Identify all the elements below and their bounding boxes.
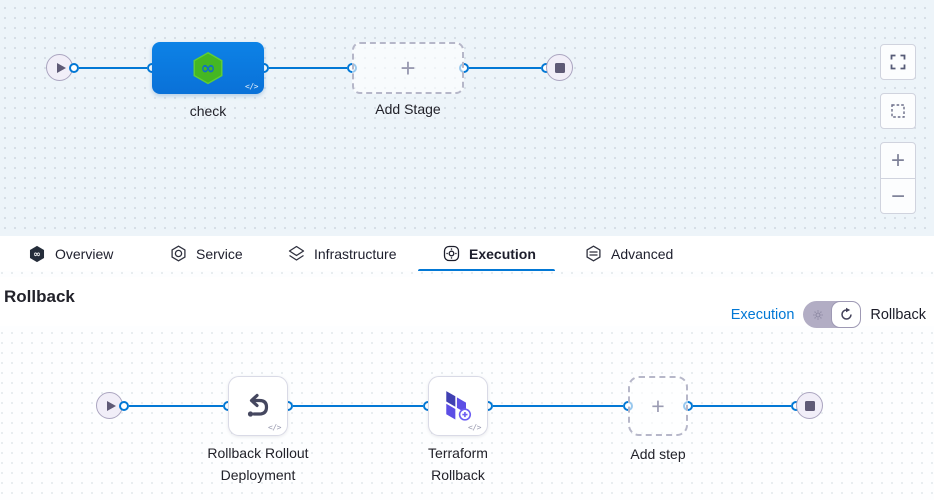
zoom-in-button[interactable]: +: [881, 143, 915, 179]
harness-logo-icon: ∞: [28, 245, 46, 263]
rollback-end-node: [796, 392, 823, 419]
connector-port[interactable]: [69, 63, 79, 73]
rollback-header: Rollback Execution: [0, 277, 934, 328]
svg-text:∞: ∞: [33, 250, 41, 260]
connector-edge: [129, 405, 223, 407]
infrastructure-icon: [288, 245, 305, 262]
connector-edge: [269, 67, 347, 69]
zoom-controls: + −: [880, 142, 916, 214]
mode-toggle[interactable]: [803, 301, 862, 328]
stage-canvas: ∞ </> check + Add Stage +: [0, 0, 934, 236]
active-tab-indicator: [418, 269, 555, 272]
connector-edge: [493, 405, 623, 407]
step-label-line1: Rollback Rollout: [207, 445, 309, 461]
connector-edge: [79, 67, 147, 69]
connector-edge: [293, 405, 423, 407]
rollback-mode-label: Rollback: [870, 306, 926, 323]
tab-label: Overview: [55, 245, 114, 262]
execution-rollback-switch: Execution Rollback: [731, 301, 926, 328]
svg-text:∞: ∞: [200, 58, 215, 79]
tab-overview[interactable]: ∞ Overview: [28, 236, 113, 271]
undo-arrow-icon: [247, 393, 269, 417]
tab-advanced[interactable]: Advanced: [585, 236, 673, 271]
execution-icon: [443, 245, 460, 262]
code-icon: </>: [245, 82, 258, 91]
play-icon: [56, 62, 66, 73]
rollback-rotate-icon: [841, 307, 852, 320]
zoom-out-button[interactable]: −: [881, 179, 915, 215]
marquee-select-button[interactable]: [880, 93, 916, 129]
connector-edge: [693, 405, 791, 407]
connector-port[interactable]: [119, 401, 129, 411]
stop-icon: [554, 62, 565, 73]
tab-label: Execution: [469, 245, 536, 262]
step-label-line2: Deployment: [220, 467, 296, 483]
step-node-terraform-rollback[interactable]: </>: [428, 376, 488, 436]
section-title: Rollback: [4, 287, 75, 306]
execution-mode-link[interactable]: Execution: [730, 306, 795, 323]
gear-icon[interactable]: [803, 301, 832, 328]
rollback-toggle-thumb[interactable]: [831, 301, 862, 328]
plus-icon: +: [651, 392, 665, 419]
connector-edge: [469, 67, 541, 69]
terraform-icon: [446, 391, 472, 421]
stage-config-tabbar: ∞ Overview Service Infrastructure: [0, 236, 934, 272]
add-step-button[interactable]: +: [628, 376, 688, 436]
pipeline-end-node: [546, 54, 573, 81]
pipeline-start-node: [46, 54, 73, 81]
step-label: Rollback Rollout Deployment: [178, 442, 338, 486]
advanced-icon: [585, 245, 602, 262]
tab-label: Infrastructure: [314, 245, 397, 262]
code-icon: </>: [268, 423, 281, 432]
step-label-line2: Rollback: [431, 467, 485, 483]
step-label-line1: Terraform: [428, 445, 488, 461]
stage-label: check: [189, 103, 227, 119]
stage-node-check[interactable]: ∞ </>: [152, 42, 264, 94]
zoom-in-icon: +: [890, 146, 905, 174]
add-step-label: Add step: [630, 446, 686, 462]
verify-hexagon-icon: ∞: [189, 49, 227, 87]
add-stage-button[interactable]: +: [352, 42, 464, 94]
stop-icon: [804, 400, 815, 411]
step-label: Terraform Rollback: [398, 442, 518, 486]
add-stage-label: Add Stage: [375, 101, 441, 117]
tab-service[interactable]: Service: [170, 236, 243, 271]
tab-label: Advanced: [611, 245, 674, 262]
fullscreen-icon: [890, 54, 906, 70]
tab-execution[interactable]: Execution: [443, 236, 536, 271]
fullscreen-button[interactable]: [880, 44, 916, 80]
marquee-select-icon: [891, 104, 905, 118]
step-node-rollback-rollout[interactable]: </>: [228, 376, 288, 436]
rollback-start-node: [96, 392, 123, 419]
zoom-out-icon: −: [890, 183, 905, 210]
plus-icon: +: [400, 53, 416, 83]
service-icon: [170, 245, 187, 262]
tab-infrastructure[interactable]: Infrastructure: [288, 236, 396, 271]
play-icon: [106, 400, 116, 411]
rollback-canvas: Rollback Execution: [0, 271, 934, 500]
code-icon: </>: [468, 423, 481, 432]
tab-label: Service: [196, 245, 243, 262]
